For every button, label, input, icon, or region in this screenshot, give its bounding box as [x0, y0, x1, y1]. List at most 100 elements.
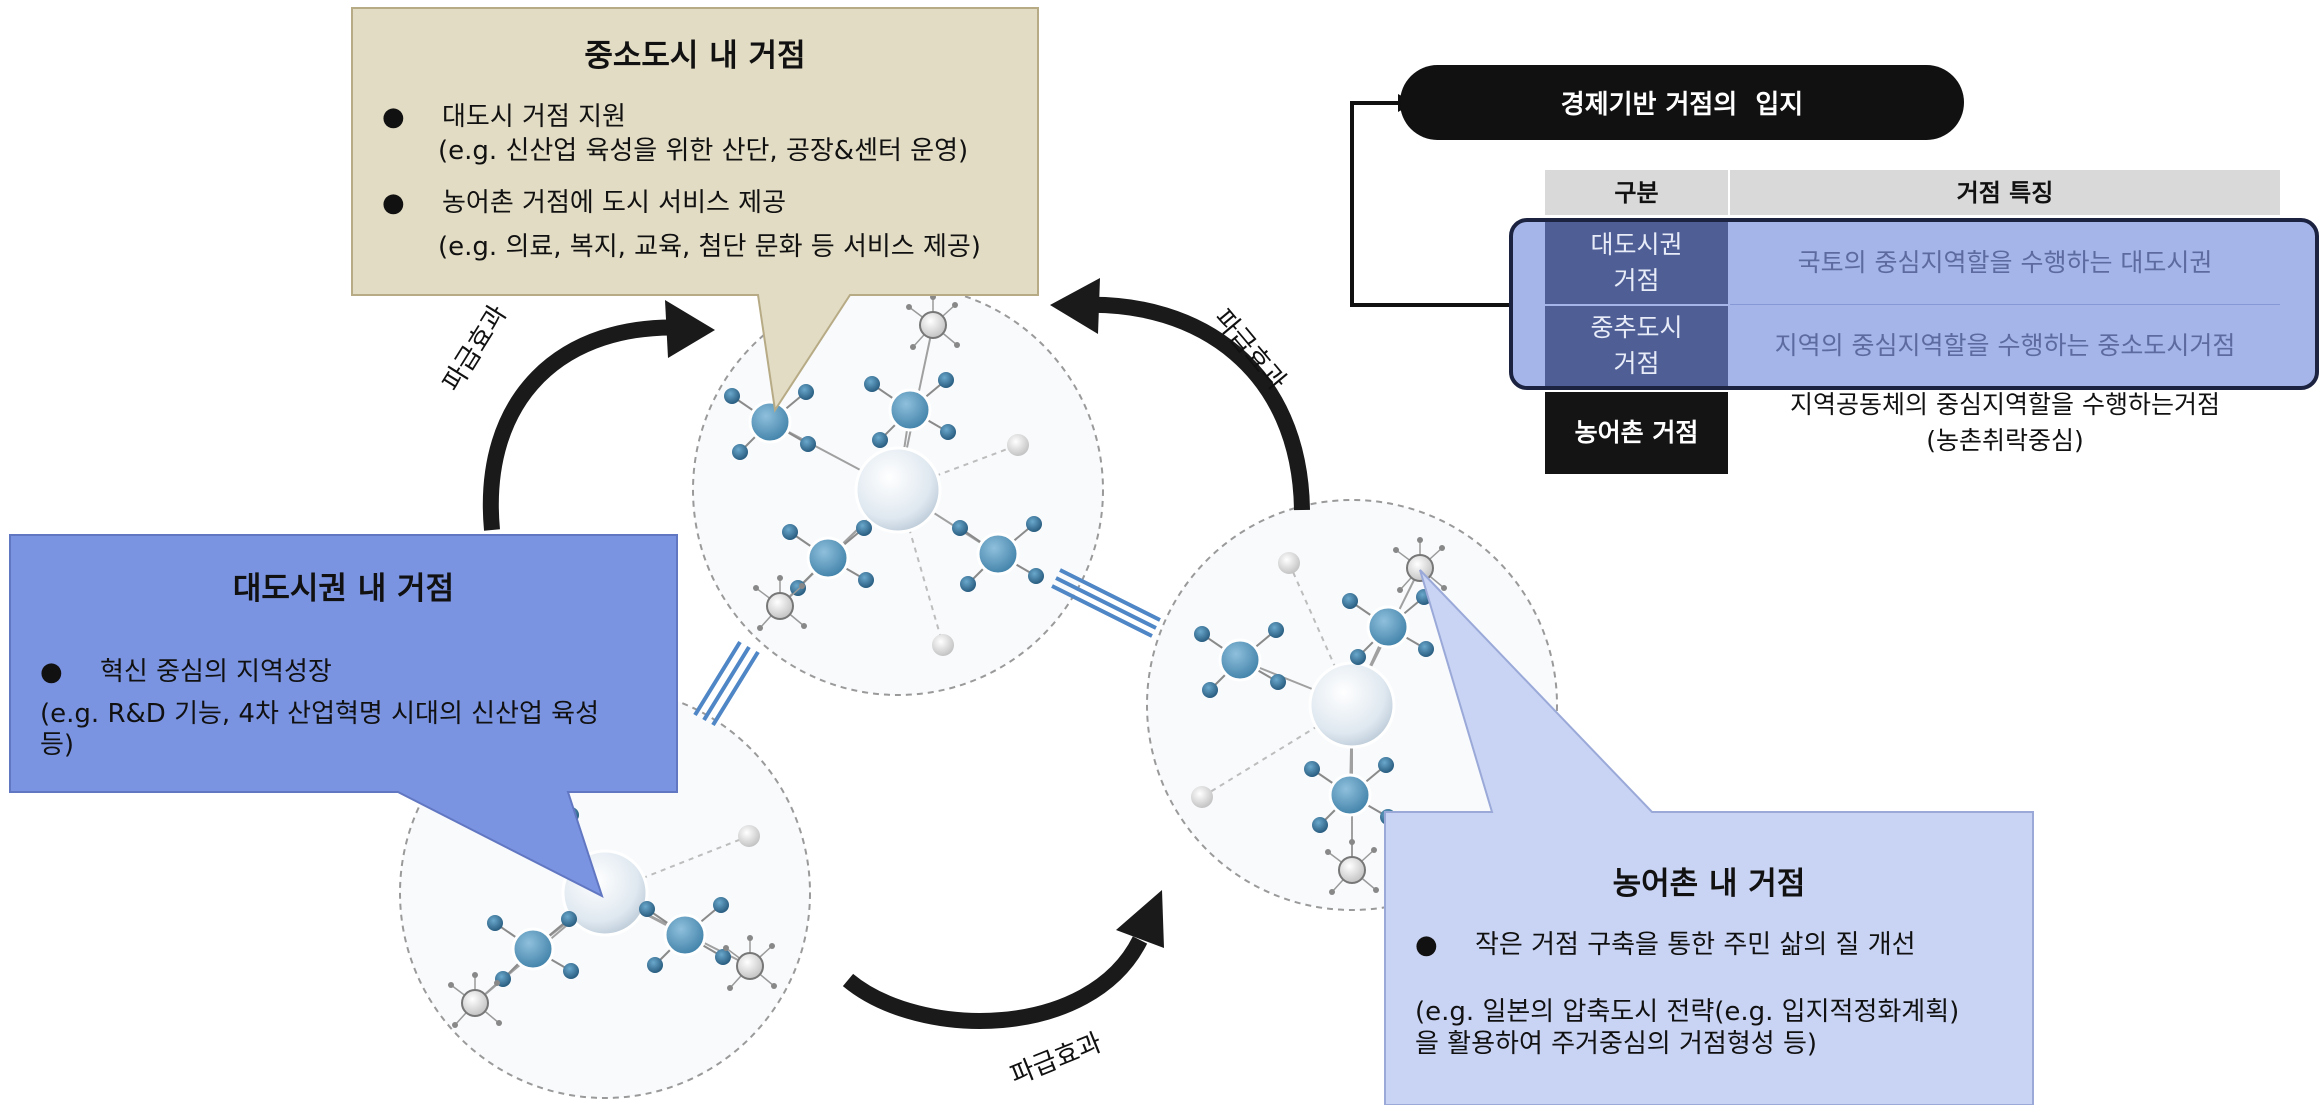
- satellite-node: [715, 949, 731, 965]
- satellite-node: [495, 815, 511, 831]
- bullet-text: 혁신 중심의 지역성장: [100, 657, 332, 687]
- location-pill: 경제기반 거점의 입지: [1400, 65, 1964, 140]
- satellite-node: [960, 576, 976, 592]
- bullet-dot: ●: [40, 657, 63, 687]
- branch-node: [511, 927, 555, 971]
- satellite-node: [1028, 568, 1044, 584]
- small-city-sub-2: (e.g. 의료, 복지, 교육, 첨단 문화 등 서비스 제공): [438, 232, 981, 262]
- faint-node: [738, 825, 760, 847]
- small-city-title: 중소도시 내 거점: [584, 38, 806, 74]
- row-desc-line: (농촌취락중심): [1926, 426, 2084, 455]
- branch-node: [1328, 773, 1372, 817]
- satellite-node: [487, 915, 503, 931]
- faint-node: [1278, 552, 1300, 574]
- row-desc-line: 지역공동체의 중심지역할을 수행하는거점: [1790, 390, 2220, 419]
- satellite-node: [1416, 589, 1432, 605]
- row-name-line: 거점: [1613, 266, 1660, 295]
- satellite-node: [1270, 674, 1286, 690]
- branch-node: [663, 913, 707, 957]
- cluster-link-left: [693, 640, 760, 727]
- table-row-1-desc: 국토의 중심지역할을 수행하는 대도시권: [1730, 222, 2280, 305]
- table-row-2-desc: 지역의 중심지역할을 수행하는 중소도시거점: [1774, 331, 2236, 360]
- table-row-2-name: 중추도시 거점: [1545, 306, 1728, 386]
- satellite-node: [1342, 593, 1358, 609]
- satellite-node: [647, 957, 663, 973]
- row-name-line: 중추도시: [1590, 313, 1683, 342]
- hub-table: 구분 거점 특징 대도시권 거점 국토의 중심지역할을 수행하는 대도시권 중추…: [1509, 170, 2319, 475]
- connector-line: [1350, 101, 1510, 307]
- rural-sub-1a: (e.g. 일본의 압축도시 전략(e.g. 입지적정화계획): [1415, 997, 1960, 1027]
- small-city-sub-1: (e.g. 신산업 육성을 위한 산단, 공장&센터 운영): [438, 136, 969, 166]
- grey-node: [766, 592, 794, 620]
- arrow-head: [1050, 278, 1100, 334]
- table-row-3-name: 농어촌 거점: [1545, 392, 1728, 474]
- grey-node: [1406, 554, 1434, 582]
- metro-sub-1b: 등): [40, 730, 75, 760]
- arrow-rural-to-small: [1079, 296, 1310, 511]
- arrow-metro-to-small: [482, 319, 691, 531]
- satellite-node: [1378, 757, 1394, 773]
- satellite-node: [782, 524, 798, 540]
- metro-sub-1a: (e.g. R&D 기능, 4차 산업혁명 시대의 신산업 육성: [40, 699, 599, 729]
- grey-node: [461, 989, 489, 1017]
- branch-node: [806, 536, 850, 580]
- metro-callout: 대도시권 내 거점 ● 혁신 중심의 지역성장 (e.g. R&D 기능, 4차 …: [10, 535, 677, 792]
- satellite-node: [639, 901, 655, 917]
- branch-node: [888, 388, 932, 432]
- metro-bullet-1: ● 혁신 중심의 지역성장: [40, 655, 332, 689]
- satellite-node: [1026, 516, 1042, 532]
- row-name-line: 대도시권: [1590, 230, 1683, 259]
- cluster-link-right: [1051, 568, 1161, 638]
- satellite-node: [563, 963, 579, 979]
- arrow-head: [1116, 890, 1164, 948]
- small-city-bullet-1: ● 대도시 거점 지원: [382, 100, 626, 134]
- satellite-node: [858, 572, 874, 588]
- table-row-1-name: 대도시권 거점: [1545, 222, 1728, 304]
- small-city-bullet-2: ● 농어촌 거점에 도시 서비스 제공: [382, 186, 786, 220]
- satellite-node: [856, 520, 872, 536]
- grey-node: [1338, 856, 1366, 884]
- satellite-node: [713, 897, 729, 913]
- table-header-category: 구분: [1545, 170, 1730, 215]
- satellite-node: [798, 384, 814, 400]
- small-city-callout: 중소도시 내 거점 ● 대도시 거점 지원 (e.g. 신산업 육성을 위한 산단…: [352, 8, 1038, 295]
- hub-node: [1308, 661, 1396, 749]
- satellite-node: [1304, 761, 1320, 777]
- satellite-node: [1312, 817, 1328, 833]
- rural-title: 농어촌 내 거점: [1612, 866, 1806, 902]
- bullet-dot: ●: [382, 188, 405, 218]
- location-pill-label: 경제기반 거점의 입지: [1560, 90, 1804, 120]
- grey-node: [736, 952, 764, 980]
- bullet-text: 대도시 거점 지원: [442, 102, 626, 132]
- table-header-feature: 거점 특징: [1730, 170, 2280, 215]
- bullet-text: 농어촌 거점에 도시 서비스 제공: [442, 188, 787, 218]
- rural-callout: 농어촌 내 거점 ● 작은 거점 구축을 통한 주민 삶의 질 개선 (e.g. …: [1385, 812, 2033, 1105]
- arrow-metro-to-rural: [842, 936, 1148, 1029]
- table-row-3-desc: 지역공동체의 중심지역할을 수행하는거점 (농촌취락중심): [1730, 382, 2280, 464]
- satellite-node: [1202, 682, 1218, 698]
- metro-title: 대도시권 내 거점: [232, 571, 455, 607]
- bullet-dot: ●: [1415, 930, 1438, 960]
- faint-node: [1007, 434, 1029, 456]
- satellite-node: [872, 432, 888, 448]
- branch-node: [1366, 605, 1410, 649]
- satellite-node: [1350, 649, 1366, 665]
- bullet-text: 작은 거점 구축을 통한 주민 삶의 질 개선: [1475, 930, 1916, 960]
- satellite-node: [724, 388, 740, 404]
- satellite-node: [864, 376, 880, 392]
- row-name-line: 거점: [1613, 349, 1660, 378]
- branch-node: [976, 532, 1020, 576]
- bullet-dot: ●: [382, 102, 405, 132]
- satellite-node: [1418, 641, 1434, 657]
- faint-node: [932, 634, 954, 656]
- grey-node: [919, 311, 947, 339]
- faint-node: [1191, 786, 1213, 808]
- branch-node: [1218, 638, 1262, 682]
- satellite-node: [561, 911, 577, 927]
- rural-bullet-1: ● 작은 거점 구축을 통한 주민 삶의 질 개선: [1415, 928, 1916, 962]
- satellite-node: [1268, 622, 1284, 638]
- rural-sub-1b: 을 활용하여 주거중심의 거점형성 등): [1415, 1029, 1818, 1059]
- satellite-node: [800, 436, 816, 452]
- hub-node: [854, 446, 942, 534]
